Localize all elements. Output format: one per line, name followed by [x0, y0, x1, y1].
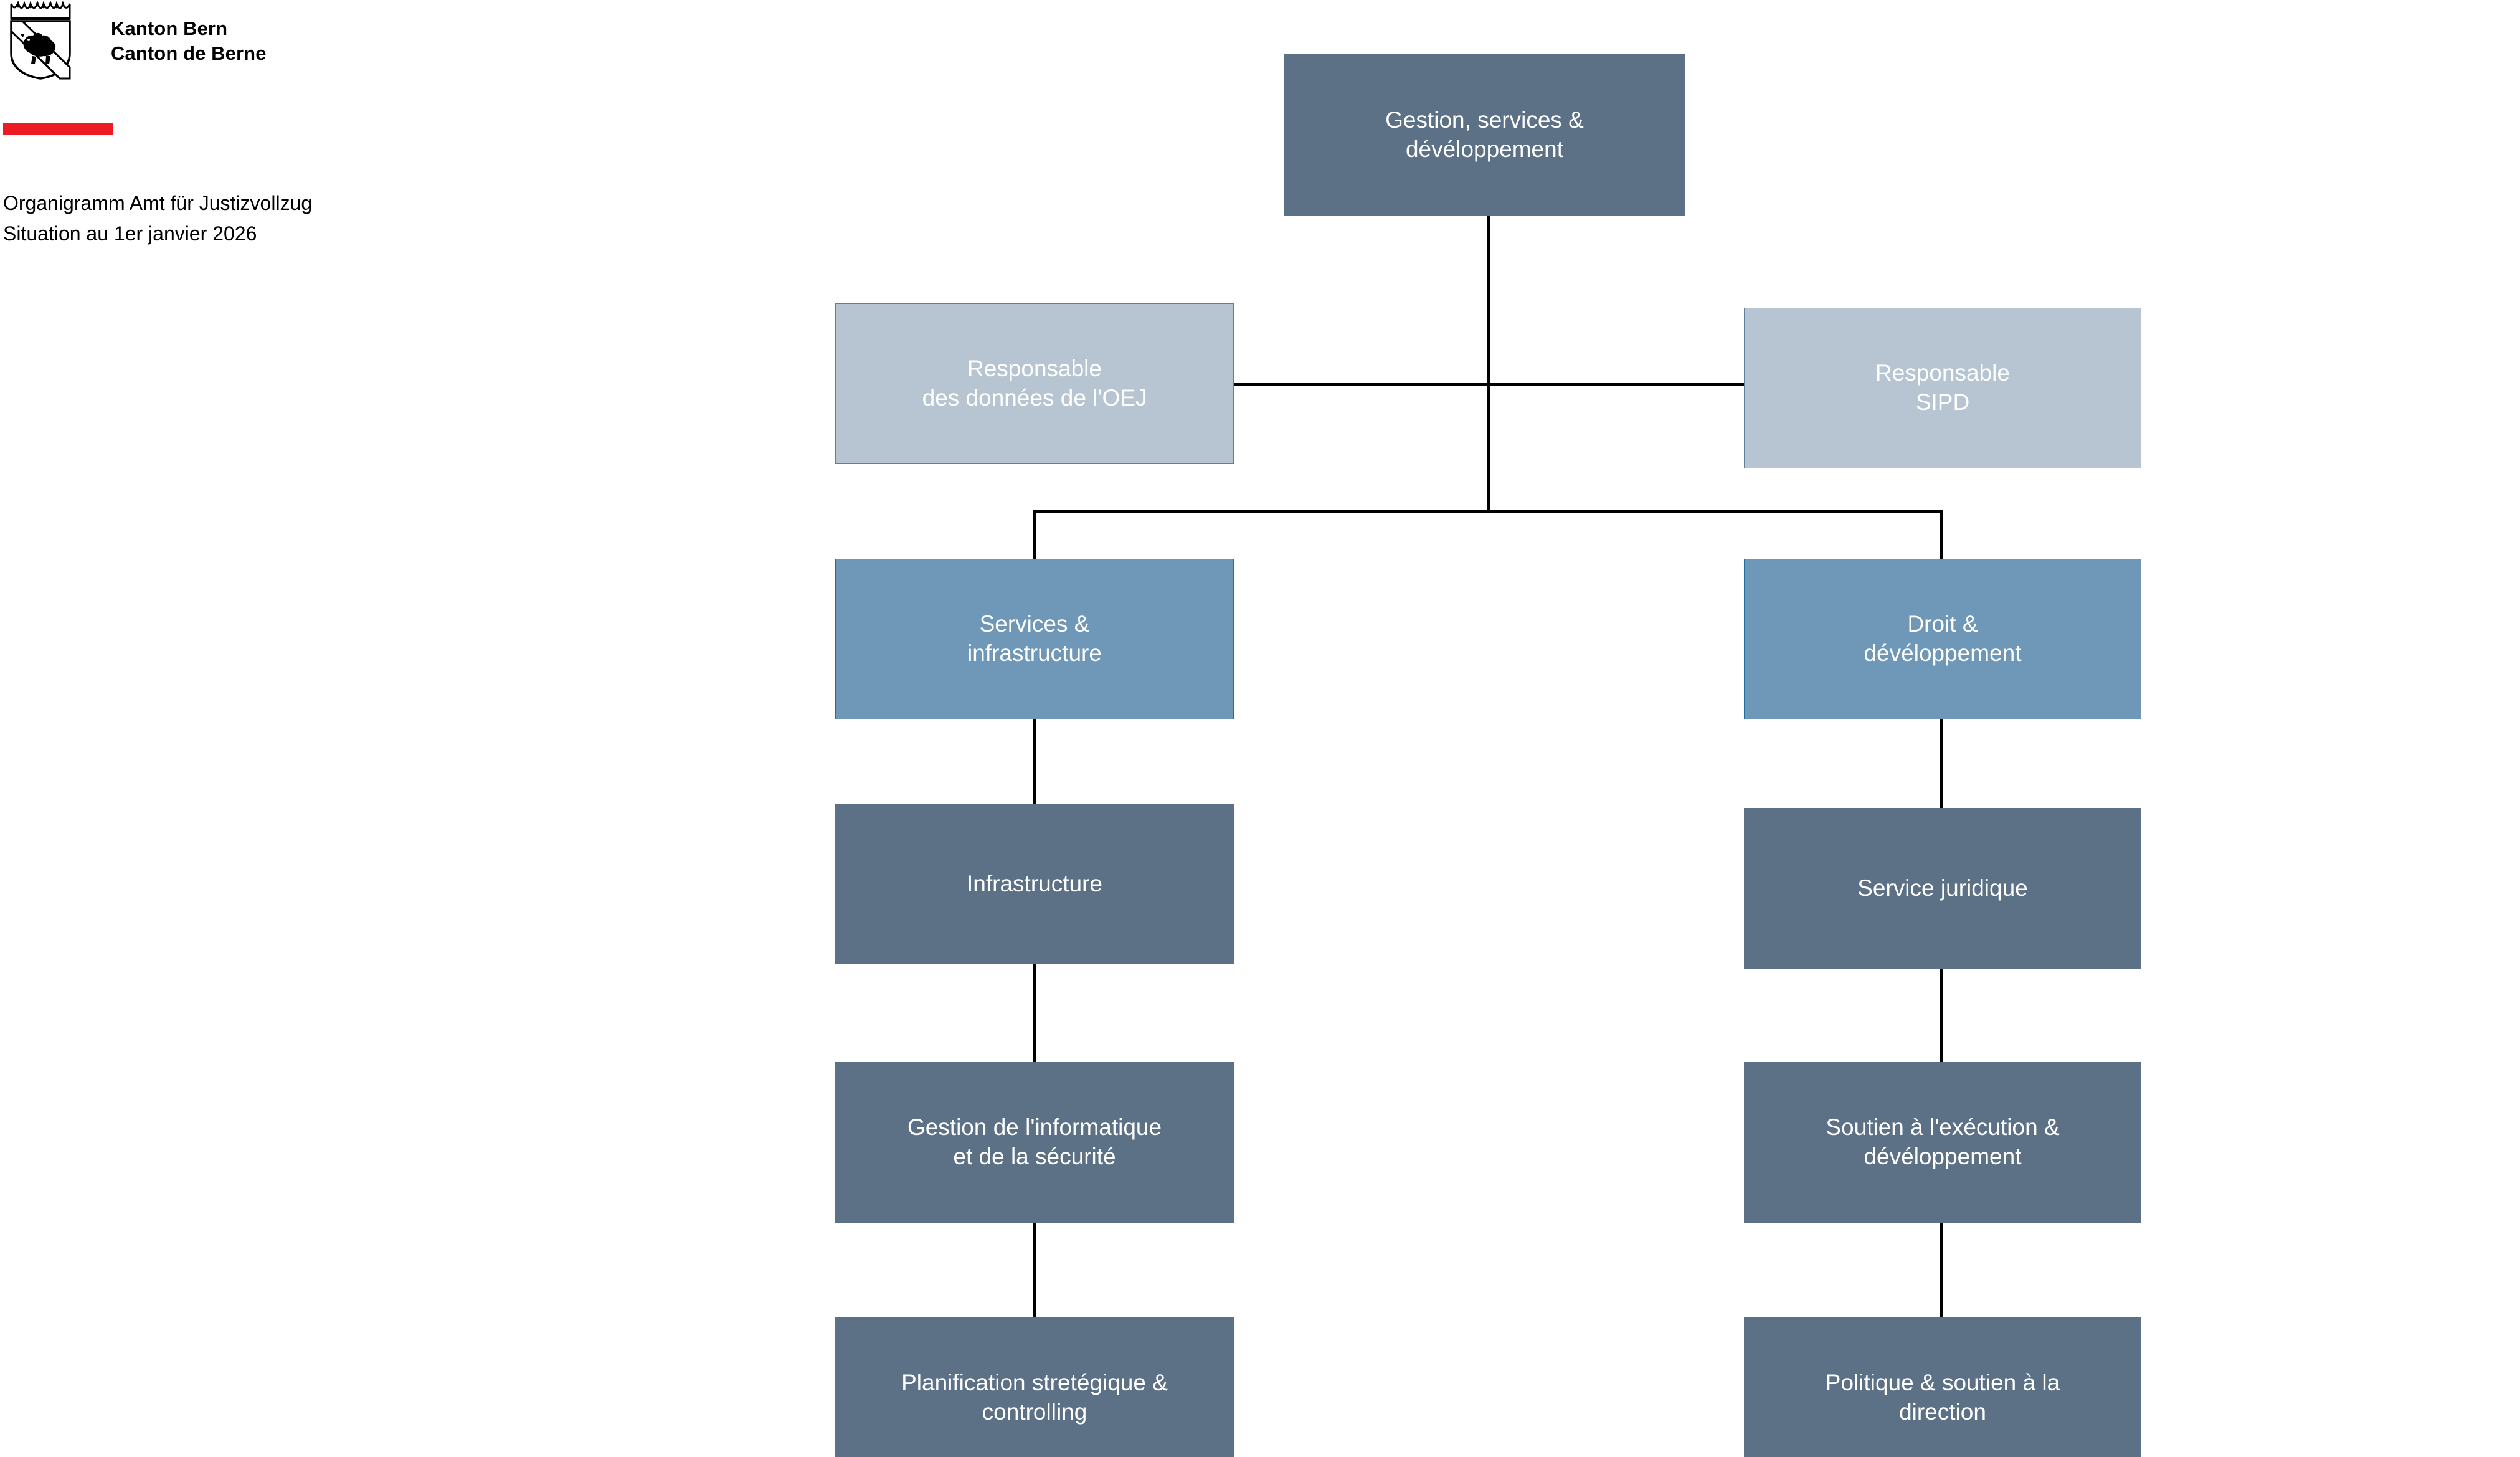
node-services-infrastructure[interactable]: Services & infrastructure	[835, 559, 1234, 719]
connector-droit-juridique	[1940, 719, 1943, 812]
node-root[interactable]: Gestion, services & dévéloppement	[1284, 54, 1685, 216]
connector-drop-left	[1033, 510, 1036, 561]
connector-informatique-planification	[1033, 1223, 1036, 1319]
brand-name-block: Kanton Bern Canton de Berne	[111, 16, 267, 67]
connector-branch-bar	[1033, 510, 1943, 513]
node-responsable-donnees-oej[interactable]: Responsable des données de l'OEJ	[835, 303, 1234, 464]
brand-name-de: Kanton Bern	[111, 17, 228, 39]
connector-infra-informatique	[1033, 964, 1036, 1064]
node-service-juridique[interactable]: Service juridique	[1744, 808, 2141, 969]
chart-subtitle: Situation au 1er janvier 2026	[3, 222, 257, 245]
node-planification-stretegique-controlling[interactable]: Planification stretégique & controlling	[835, 1317, 1234, 1457]
node-soutien-execution-developpement[interactable]: Soutien à l'exécution & dévéloppement	[1744, 1062, 2141, 1223]
node-responsable-sipd[interactable]: Responsable SIPD	[1744, 308, 2141, 468]
node-infrastructure[interactable]: Infrastructure	[835, 804, 1234, 964]
brand-accent-bar	[3, 123, 113, 135]
brand-header: Kanton Bern Canton de Berne Organigramm …	[0, 0, 498, 262]
chart-title: Organigramm Amt für Justizvollzug	[3, 192, 313, 214]
brand-name-fr: Canton de Berne	[111, 42, 267, 65]
connector-staff-horizontal	[1232, 383, 1745, 386]
connector-services-infra	[1033, 719, 1036, 807]
connector-juridique-soutien	[1940, 967, 1943, 1064]
bern-coat-of-arms-icon	[5, 1, 81, 80]
connector-root-trunk	[1487, 215, 1490, 513]
node-droit-developpement[interactable]: Droit & dévéloppement	[1744, 559, 2141, 719]
node-gestion-informatique-securite[interactable]: Gestion de l'informatique et de la sécur…	[835, 1062, 1234, 1223]
connector-drop-right	[1940, 510, 1943, 561]
chart-caption: Organigramm Amt für Justizvollzug Situat…	[3, 188, 312, 249]
connector-soutien-politique	[1940, 1223, 1943, 1319]
node-politique-soutien-direction[interactable]: Politique & soutien à la direction	[1744, 1317, 2141, 1457]
